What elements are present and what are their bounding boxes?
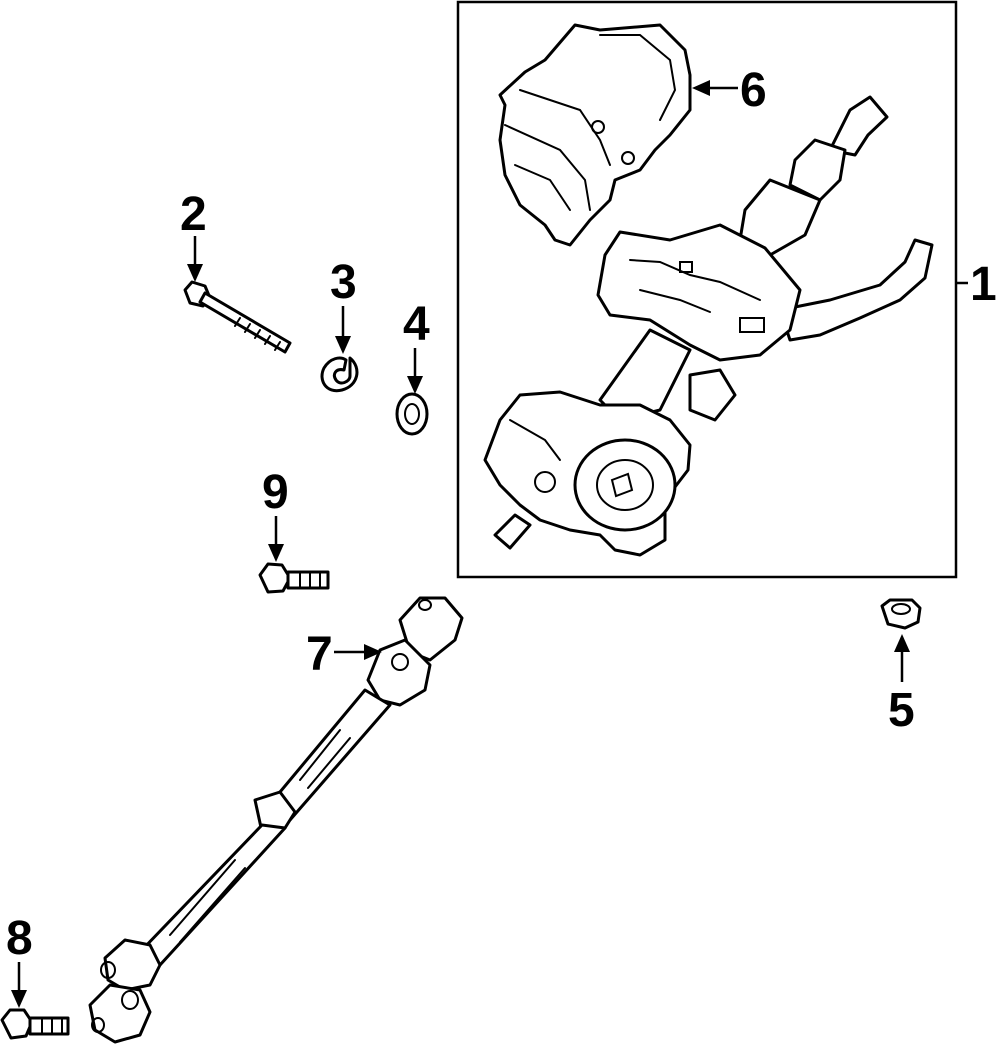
- part-8-bolt[interactable]: [0, 1008, 70, 1040]
- svg-text:9: 9: [262, 466, 289, 519]
- part-2-bolt[interactable]: [183, 280, 292, 354]
- svg-text:2: 2: [180, 188, 207, 241]
- callout-2[interactable]: 2: [180, 188, 207, 282]
- svg-text:8: 8: [6, 912, 33, 965]
- assembly-frame: [456, 0, 958, 579]
- part-6-module-housing[interactable]: [498, 23, 692, 247]
- svg-text:3: 3: [330, 256, 357, 309]
- callout-9[interactable]: 9: [262, 466, 289, 562]
- callout-1[interactable]: 1: [956, 258, 997, 311]
- callout-5[interactable]: 5: [888, 634, 915, 737]
- part-4-washer[interactable]: [395, 392, 429, 436]
- callout-6[interactable]: 6: [692, 64, 767, 117]
- callout-8[interactable]: 8: [6, 912, 33, 1008]
- callout-4[interactable]: 4: [403, 298, 430, 394]
- svg-text:5: 5: [888, 684, 915, 737]
- svg-text:4: 4: [403, 298, 430, 351]
- part-9-bolt[interactable]: [258, 562, 330, 594]
- svg-text:7: 7: [306, 628, 333, 681]
- part-3-clip[interactable]: [320, 356, 359, 393]
- part-1-steering-column[interactable]: [483, 95, 934, 557]
- callout-7[interactable]: 7: [306, 628, 382, 681]
- svg-text:1: 1: [970, 258, 997, 311]
- callout-3[interactable]: 3: [330, 256, 357, 354]
- part-7-intermediate-shaft[interactable]: [88, 596, 464, 1044]
- svg-text:6: 6: [740, 64, 767, 117]
- part-5-nut[interactable]: [880, 598, 922, 630]
